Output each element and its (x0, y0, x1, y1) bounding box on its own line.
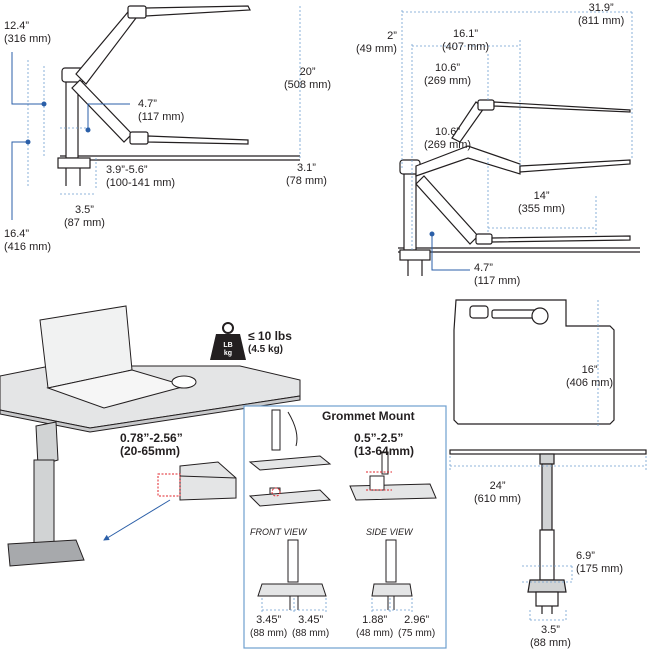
dim-12-4: 12.4” (316 mm) (4, 20, 51, 46)
dim-mm: (610 mm) (474, 493, 522, 505)
dim-in: 20” (299, 66, 316, 78)
dim-mm: (48 mm) (356, 628, 394, 639)
dim-mm: (269 mm) (424, 139, 472, 151)
dim-mm: (49 mm) (356, 43, 397, 55)
dim-in: 1.88” (362, 614, 388, 626)
dim-in: 4.7” (474, 262, 493, 274)
dim-mm: (316 mm) (4, 33, 52, 45)
dim-in: 4.7” (138, 98, 157, 110)
dim-3-9-5-6: 3.9”-5.6” (100-141 mm) (106, 164, 175, 190)
dim-20: 20” (508 mm) (284, 66, 331, 92)
dim-in: 16.4” (4, 228, 30, 240)
dim-10-6-upper: 10.6” (269 mm) (424, 62, 471, 88)
dim-in: 16” (581, 364, 598, 376)
dim-mm: (75 mm) (398, 628, 436, 639)
tray-width: 24” (610 mm) (474, 480, 521, 506)
weight-badge-label: LB kg (223, 342, 233, 357)
front-view-drawing (449, 449, 647, 614)
desk-edge-arrow (103, 499, 171, 541)
grommet-title: Grommet Mount (322, 409, 415, 423)
top-right-arm-drawing (398, 99, 640, 276)
top-left-arm-drawing (57, 5, 300, 186)
clamp-range-mm: (20-65mm) (120, 444, 181, 458)
clamp-height: 6.9” (175 mm) (576, 550, 623, 576)
dim-mm: (407 mm) (442, 41, 490, 53)
weight-mm: (4.5 kg) (248, 344, 284, 355)
dim-in: 6.9” (576, 550, 595, 562)
dim-mm: (88 mm) (530, 637, 571, 649)
dim-mm: (100-141 mm) (106, 177, 176, 189)
dim-in: 31.9” (588, 2, 614, 14)
grommet-range: 0.5”-2.5” (13-64mm) (354, 432, 414, 458)
top-right-leaders (429, 231, 470, 271)
side-view-label: SIDE VIEW (366, 527, 413, 537)
dim-in: 3.5” (74, 204, 94, 216)
dim-16-4: 16.4” (416 mm) (4, 228, 51, 254)
grommet-dimension-lines (261, 598, 413, 612)
clamp-range: 0.78”-2.56” (20-65mm) (120, 432, 183, 458)
dim-mm: (416 mm) (4, 241, 52, 253)
dim-mm: (355 mm) (518, 203, 566, 215)
dim-in: 2.96” (404, 614, 430, 626)
dim-in: 3.9”-5.6” (106, 164, 148, 176)
tray-top-view-drawing (453, 299, 615, 425)
dim-in: 24” (489, 480, 506, 492)
side-dim-1: 1.88” (48 mm) (356, 614, 393, 640)
dim-in: 10.6” (434, 62, 461, 74)
dim-mm: (87 mm) (64, 217, 105, 229)
dim-in: 3.45” (256, 614, 282, 626)
dim-mm: (117 mm) (138, 111, 185, 123)
dim-mm: (175 mm) (576, 563, 624, 575)
dim-mm: (88 mm) (292, 628, 330, 639)
top-left-dimension-lines (27, 6, 301, 195)
clamp-range-in: 0.78”-2.56” (120, 431, 183, 445)
base-width: 3.5” (88 mm) (530, 624, 571, 650)
dim-mm: (508 mm) (284, 79, 332, 91)
desk-edge-detail (179, 461, 237, 501)
dim-mm: (269 mm) (424, 75, 472, 87)
desk-illustration (0, 305, 301, 567)
grommet-range-in: 0.5”-2.5” (354, 431, 404, 445)
dim-in: 3.5” (540, 624, 560, 636)
dim-14: 14” (355 mm) (518, 190, 565, 216)
top-left-leaders (11, 52, 130, 220)
dim-mm: (78 mm) (286, 175, 327, 187)
dim-in: 3.45” (298, 614, 324, 626)
dim-16-1: 16.1” (407 mm) (442, 28, 489, 54)
dim-mm: (406 mm) (566, 377, 614, 389)
dim-4-7-right: 4.7” (117 mm) (474, 262, 520, 288)
grommet-drawings (248, 409, 437, 610)
dim-31-9: 31.9” (811 mm) (578, 2, 624, 28)
front-dim-1: 3.45” (88 mm) (250, 614, 287, 640)
dim-2: 2” (49 mm) (356, 30, 397, 56)
dim-in: 10.6” (434, 126, 461, 138)
weight-in: ≤ 10 lbs (248, 329, 292, 343)
side-dim-2: 2.96” (75 mm) (398, 614, 435, 640)
front-view-label: FRONT VIEW (250, 527, 307, 537)
dim-10-6-lower: 10.6” (269 mm) (424, 126, 471, 152)
top-right-dimension-lines (401, 10, 633, 250)
dim-in: 14” (533, 190, 550, 202)
front-dim-2: 3.45” (88 mm) (292, 614, 329, 640)
dim-mm: (88 mm) (250, 628, 288, 639)
dim-in: 3.1” (296, 162, 316, 174)
weight-icon (210, 322, 246, 360)
weight-limit: ≤ 10 lbs (4.5 kg) (248, 330, 292, 356)
front-view-dimension-lines (449, 456, 647, 622)
dim-3-5-left: 3.5” (87 mm) (64, 204, 105, 230)
dim-in: 16.1” (452, 28, 479, 40)
desk-edge-marker (157, 473, 181, 497)
grommet-range-mm: (13-64mm) (354, 444, 415, 458)
tray-depth: 16” (406 mm) (566, 364, 613, 390)
dim-4-7-left: 4.7” (117 mm) (138, 98, 184, 124)
dim-mm: (811 mm) (578, 15, 625, 27)
dim-in: 2” (387, 30, 397, 42)
grommet-markers (271, 471, 392, 497)
dim-3-1: 3.1” (78 mm) (286, 162, 327, 188)
dim-mm: (117 mm) (474, 275, 521, 287)
dim-in: 12.4” (4, 20, 30, 32)
